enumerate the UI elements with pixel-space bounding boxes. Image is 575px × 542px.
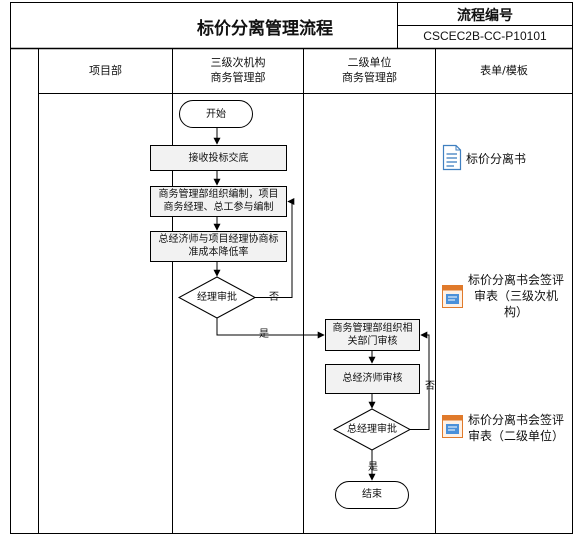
end-node (335, 481, 409, 509)
edge-label-no-1: 否 (269, 292, 279, 303)
lane-header-project-dept: 项目部 (89, 64, 122, 77)
edge-approve1-yes (216, 318, 325, 339)
edge-approve2-no-loop (410, 331, 430, 430)
document-icon (442, 144, 462, 171)
process-code-value: CSCEC2B-CC-P10101 (423, 29, 547, 43)
economist-node (325, 364, 420, 394)
edge-label-yes-2: 是 (368, 462, 378, 473)
start-label: 开始 (206, 109, 226, 120)
approve2-label: 总经理审批 (347, 424, 397, 435)
edge-label-yes-1: 是 (259, 329, 269, 340)
edge-approve1-no-loop (255, 198, 295, 298)
review-node (325, 319, 420, 351)
approve1-label: 经理审批 (197, 292, 237, 303)
negotiate-label: 总经济师与项目经理协商标 准成本降低率 (158, 234, 279, 258)
form-label-tier2-review: 标价分离书会签评 审表（二级单位） (467, 413, 564, 443)
economist-label: 总经济师审核 (342, 373, 403, 384)
form-label-price-separation: 标价分离书 (466, 152, 527, 166)
lane-header-tier3-commerce: 三级次机构 商务管理部 (210, 56, 266, 84)
form-label-tier3-review: 标价分离书会签评 审表（三级次机 构） (467, 273, 564, 319)
form-icon (442, 285, 463, 308)
lane-header-tier2-commerce: 二级单位 商务管理部 (342, 56, 397, 84)
organize-node (150, 186, 287, 217)
outer-frame (10, 2, 573, 534)
lane-header-forms: 表单/模板 (480, 64, 528, 77)
process-code-label: 流程编号 (457, 8, 513, 24)
start-node (179, 100, 253, 128)
page-title: 标价分离管理流程 (197, 19, 333, 39)
form-icon (442, 415, 463, 438)
organize-label: 商务管理部组织编制，项目 商务经理、总工参与编制 (158, 189, 279, 213)
negotiate-node (150, 231, 287, 262)
receive-label: 接收投标交底 (188, 153, 249, 164)
receive-node (150, 145, 287, 171)
edge-label-no-2: 否 (425, 381, 435, 392)
review-label: 商务管理部组织相 关部门审核 (332, 323, 413, 347)
end-label: 结束 (362, 489, 382, 500)
